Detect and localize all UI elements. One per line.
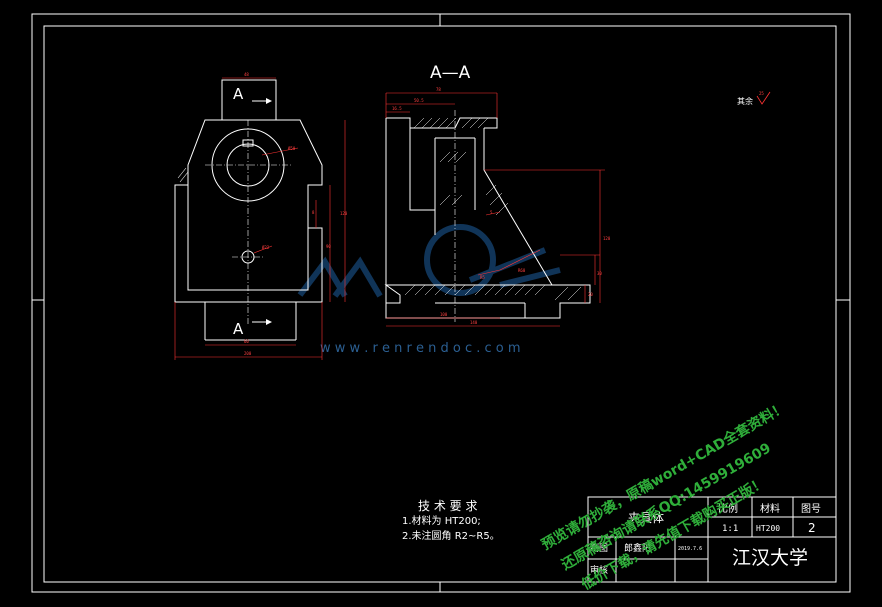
dim-sec-rr: R5 bbox=[480, 275, 485, 280]
tech-requirement-2: 2.未注圆角 R2~R5。 bbox=[402, 529, 500, 542]
front-hatch bbox=[177, 167, 189, 183]
scale-value: 1:1 bbox=[722, 524, 738, 534]
dim-sec-small: 16.5 bbox=[392, 106, 402, 111]
dim-sec-height: 120 bbox=[603, 236, 611, 241]
drawn-by: 郎鑫阳 bbox=[624, 542, 651, 554]
dim-sec-bottom1: 100 bbox=[440, 312, 448, 317]
dim-front-small-hole: Ø22 bbox=[262, 245, 270, 250]
scale-label: 比例 bbox=[718, 502, 738, 515]
dim-front-inner: 90 bbox=[326, 244, 331, 249]
section-title: A—A bbox=[430, 63, 471, 83]
front-view bbox=[174, 79, 323, 341]
dim-front-base-width: 200 bbox=[244, 351, 252, 356]
dim-sec-inner: 50.5 bbox=[414, 98, 424, 103]
checked-label: 审核 bbox=[590, 564, 608, 576]
roughness-symbol-icon bbox=[756, 91, 771, 105]
part-name: 夹具体 bbox=[628, 511, 664, 525]
drawing-no-label: 图号 bbox=[801, 503, 821, 515]
dim-sec-angle: 5 bbox=[490, 210, 493, 215]
section-marker-bottom: A bbox=[233, 320, 244, 338]
dim-front-top: 48 bbox=[244, 72, 249, 77]
drawn-label: 制图 bbox=[590, 542, 608, 554]
roughness-value: 25 bbox=[759, 91, 764, 96]
surface-note: 其余 bbox=[737, 96, 753, 106]
watermark-logo bbox=[297, 224, 561, 298]
section-dimensions bbox=[385, 92, 605, 327]
dim-sec-base-h: 20 bbox=[588, 292, 593, 297]
front-centerlines bbox=[205, 120, 292, 325]
material-value: HT200 bbox=[756, 524, 780, 533]
tech-requirements-title: 技 术 要 求 bbox=[418, 499, 477, 513]
section-base bbox=[384, 284, 591, 319]
dim-front-bore: Ø50 bbox=[288, 146, 296, 151]
drawing-no-value: 2 bbox=[808, 521, 816, 535]
dim-front-side: 8 bbox=[312, 210, 315, 215]
school-name: 江汉大学 bbox=[732, 547, 808, 569]
drawn-date: 2019.7.6 bbox=[678, 546, 702, 552]
front-top-boss bbox=[221, 79, 277, 120]
section-top-flange bbox=[386, 117, 498, 129]
dim-sec-top: 78 bbox=[436, 87, 441, 92]
section-marker-top: A bbox=[233, 85, 244, 103]
section-view bbox=[384, 117, 591, 319]
dim-sec-r: R60 bbox=[518, 268, 526, 273]
section-arrow-bottom-head bbox=[266, 319, 272, 325]
dim-sec-base: 30 bbox=[597, 271, 602, 276]
dim-front-height: 120 bbox=[340, 211, 348, 216]
watermark-site: w w w . r e n r e n d o c . c o m bbox=[320, 341, 521, 356]
dim-front-base-inner: 60 bbox=[244, 339, 249, 344]
title-block bbox=[587, 496, 837, 583]
section-hatch bbox=[404, 117, 582, 301]
outer-frame bbox=[31, 13, 851, 593]
dim-sec-bottom2: 140 bbox=[470, 320, 478, 325]
section-left-inner bbox=[409, 128, 436, 235]
section-arrow-top-head bbox=[266, 98, 272, 104]
tech-requirement-1: 1.材料为 HT200; bbox=[402, 514, 481, 527]
material-label: 材料 bbox=[760, 502, 780, 515]
front-dimensions bbox=[174, 77, 346, 360]
front-body-outline bbox=[174, 119, 323, 303]
